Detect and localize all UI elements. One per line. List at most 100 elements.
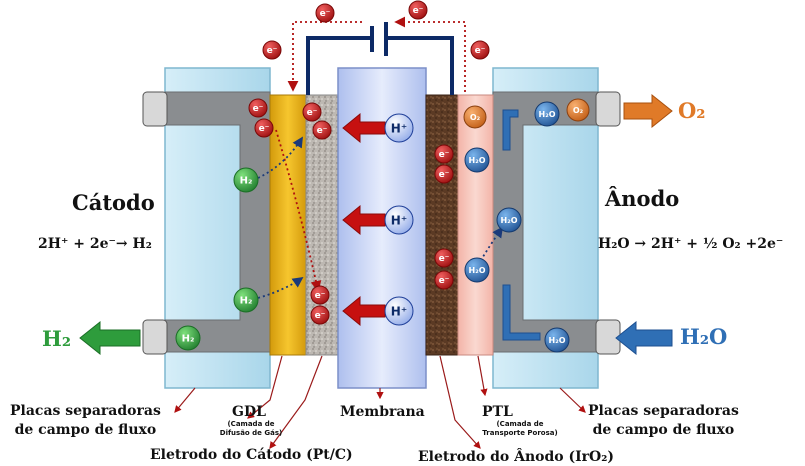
water-particle: H₂O xyxy=(464,257,490,283)
electron-symbol: e⁻ xyxy=(267,46,278,56)
water-symbol: H₂O xyxy=(469,266,486,275)
electron-circle xyxy=(434,248,454,268)
electron-circle xyxy=(310,285,330,305)
oxygen-particle: O₂ xyxy=(463,105,487,129)
proton-circle xyxy=(384,205,414,235)
ptl-layer xyxy=(457,94,494,356)
gdl-sublabel: (Camada de Difusão de Gás) xyxy=(212,420,290,438)
proton-symbol: H⁺ xyxy=(391,213,407,227)
cathode-title: Cátodo xyxy=(72,190,155,215)
electron-symbol: e⁻ xyxy=(439,276,450,286)
electron-circle xyxy=(262,40,282,60)
electron-particle: e⁻ xyxy=(434,270,454,290)
gdl-sub-line2: Difusão de Gás) xyxy=(219,429,283,437)
leader-lines xyxy=(174,355,586,449)
water-symbol: H₂O xyxy=(469,156,486,165)
electron-circle xyxy=(302,102,322,122)
electron-symbol: e⁻ xyxy=(317,126,328,136)
electron-circle xyxy=(248,98,268,118)
electron-symbol: e⁻ xyxy=(307,108,318,118)
electron-particle: e⁻ xyxy=(310,305,330,325)
anode-reaction: H₂O → 2H⁺ + ½ O₂ +2e⁻ xyxy=(598,236,784,252)
h2o-input-label: H₂O xyxy=(680,324,728,349)
oxygen-particle: O₂ xyxy=(566,98,590,122)
oxygen-circle xyxy=(463,105,487,129)
proton-particle: H⁺ xyxy=(384,296,414,326)
electron-particle: e⁻ xyxy=(254,118,274,138)
o2-out-arrow xyxy=(623,93,673,129)
proton-particle: H⁺ xyxy=(384,205,414,235)
gdl-layer xyxy=(269,94,307,356)
electron-symbol: e⁻ xyxy=(315,291,326,301)
oxygen-symbol: O₂ xyxy=(573,106,584,115)
anode-electrode-label: Eletrodo do Ânodo (IrO₂) xyxy=(418,449,614,465)
plates-right-label: Placas separadoras de campo de fluxo xyxy=(588,402,739,440)
electron-particle: e⁻ xyxy=(470,40,490,60)
electron-circle xyxy=(470,40,490,60)
electron-particle: e⁻ xyxy=(312,120,332,140)
electron-symbol: e⁻ xyxy=(439,254,450,264)
electron-circle xyxy=(310,305,330,325)
plates-right-line1: Placas separadoras xyxy=(588,403,739,419)
electron-symbol: e⁻ xyxy=(475,46,486,56)
hydrogen-circle xyxy=(233,287,259,313)
gdl-sub-line1: (Camada de xyxy=(227,420,275,428)
electron-particle: e⁻ xyxy=(434,164,454,184)
anode-title: Ânodo xyxy=(605,186,680,211)
electron-particle: e⁻ xyxy=(262,40,282,60)
water-symbol: H₂O xyxy=(549,336,566,345)
electron-particle: e⁻ xyxy=(302,102,322,122)
hydrogen-particle: H₂ xyxy=(175,325,201,351)
hydrogen-circle xyxy=(175,325,201,351)
cathode-flow-plate xyxy=(142,67,271,389)
external-circuit xyxy=(306,22,454,95)
electron-circle xyxy=(434,270,454,290)
electron-circle xyxy=(408,0,428,20)
water-circle xyxy=(464,257,490,283)
h2o-in-arrow xyxy=(615,320,673,356)
electron-circle xyxy=(434,164,454,184)
electron-circle xyxy=(434,144,454,164)
plates-left-label: Placas separadoras de campo de fluxo xyxy=(10,402,161,440)
cathode-electrode-label: Eletrodo do Cátodo (Pt/C) xyxy=(150,447,353,463)
water-particle: H₂O xyxy=(496,207,522,233)
electron-particle: e⁻ xyxy=(310,285,330,305)
water-flow-arrows xyxy=(502,109,541,341)
electron-particle: e⁻ xyxy=(248,98,268,118)
water-particle: H₂O xyxy=(544,327,570,353)
hydrogen-circle xyxy=(233,167,259,193)
h2-output-label: H₂ xyxy=(42,326,72,351)
proton-symbol: H⁺ xyxy=(391,121,407,135)
membrane-layer xyxy=(337,67,427,389)
anode-catalyst-layer xyxy=(425,94,459,356)
electron-symbol: e⁻ xyxy=(413,6,424,16)
electron-circle xyxy=(312,120,332,140)
ptl-sub-line1: (Camada de xyxy=(496,420,544,428)
electron-particle: e⁻ xyxy=(434,144,454,164)
water-circle xyxy=(464,147,490,173)
water-particle: H₂O xyxy=(534,101,560,127)
o2-output-label: O₂ xyxy=(678,98,706,123)
ptl-sub-line2: Transporte Porosa) xyxy=(482,429,558,437)
water-symbol: H₂O xyxy=(539,110,556,119)
water-particle: H₂O xyxy=(464,147,490,173)
electron-symbol: e⁻ xyxy=(439,170,450,180)
ptl-sublabel: (Camada de Transporte Porosa) xyxy=(474,420,566,438)
electron-particle: e⁻ xyxy=(315,3,335,23)
membrane-label: Membrana xyxy=(340,404,425,420)
electron-symbol: e⁻ xyxy=(253,104,264,114)
electron-circle xyxy=(315,3,335,23)
oxygen-symbol: O₂ xyxy=(470,113,481,122)
molecules-layer: e⁻ e⁻ e⁻ e⁻ e⁻ e⁻ e⁻ e⁻ e⁻ e⁻ e⁻ e⁻ e⁻ e⁻ H⁺ H⁺ H⁺ H₂ H₂ H₂… xyxy=(175,0,590,353)
proton-arrows xyxy=(342,112,386,327)
hydrogen-symbol: H₂ xyxy=(182,334,195,345)
h2-out-arrow xyxy=(79,320,141,356)
water-circle xyxy=(544,327,570,353)
hydrogen-particle: H₂ xyxy=(233,287,259,313)
proton-circle xyxy=(384,296,414,326)
proton-circle xyxy=(384,113,414,143)
proton-symbol: H⁺ xyxy=(391,304,407,318)
hydrogen-particle: H₂ xyxy=(233,167,259,193)
water-circle xyxy=(496,207,522,233)
